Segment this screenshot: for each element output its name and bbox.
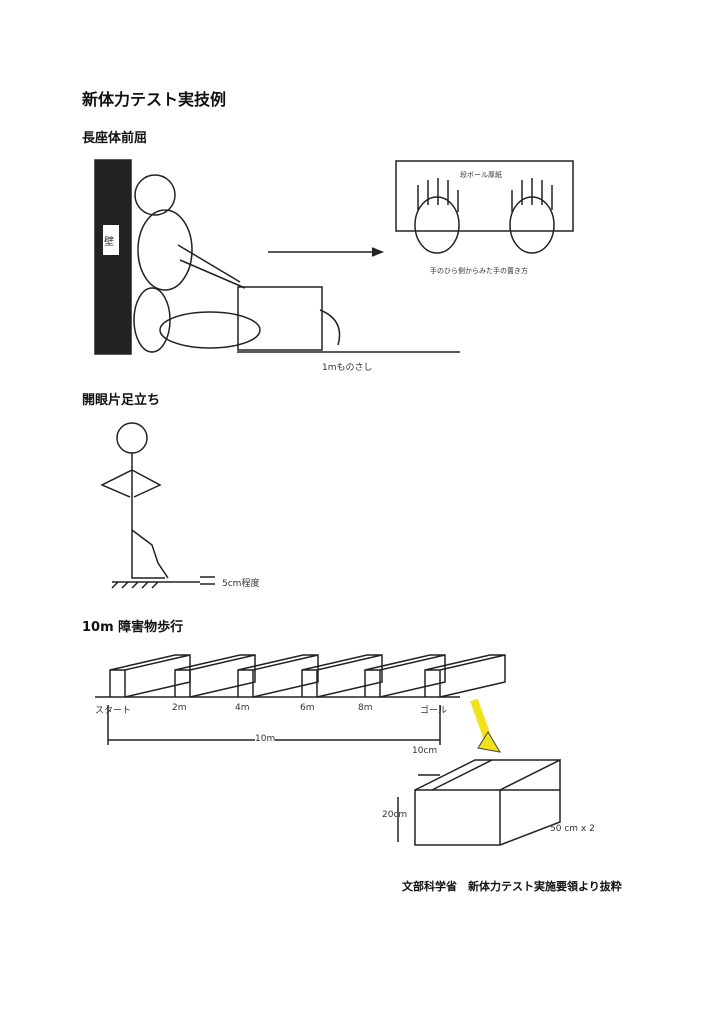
obstacle-block: [424, 654, 506, 698]
distance-label: 10m: [255, 734, 276, 744]
sit-and-reach-figure: [94, 159, 574, 355]
height-label: 5cm程度: [222, 579, 260, 589]
obstacle-course-figure: [95, 654, 561, 846]
tick-2m: 2m: [172, 703, 187, 713]
wall-label: 壁: [104, 237, 114, 248]
section-heading-one-leg-stand: 開眼片足立ち: [82, 393, 161, 408]
board-label: 段ボール厚紙: [460, 171, 502, 179]
tick-8m: 8m: [358, 703, 373, 713]
page-title: 新体力テスト実技例: [82, 90, 227, 109]
obstacle-block: [301, 654, 383, 698]
tick-4m: 4m: [235, 703, 250, 713]
ruler-label: 1mものさし: [322, 363, 373, 373]
tick-goal: ゴール: [420, 706, 448, 716]
tick-start: スタート: [95, 706, 132, 716]
source-note: 文部科学省 新体力テスト実施要領より抜粋: [402, 880, 622, 893]
width-label: 10cm: [412, 746, 438, 756]
block-length-label: 50 cm x 2: [550, 824, 595, 834]
obstacle-block: [109, 654, 191, 698]
section-heading-sit-and-reach: 長座体前屈: [82, 131, 148, 146]
section-heading-obstacle-walk: 10m 障害物歩行: [82, 620, 184, 635]
hands-caption: 手のひら側からみた手の置き方: [430, 267, 528, 275]
tick-6m: 6m: [300, 703, 315, 713]
obstacle-block: [237, 654, 319, 698]
block-height-label: 20cm: [382, 810, 408, 820]
obstacle-block: [364, 654, 446, 698]
obstacle-block: [174, 654, 256, 698]
one-leg-stand-figure: [100, 422, 215, 589]
